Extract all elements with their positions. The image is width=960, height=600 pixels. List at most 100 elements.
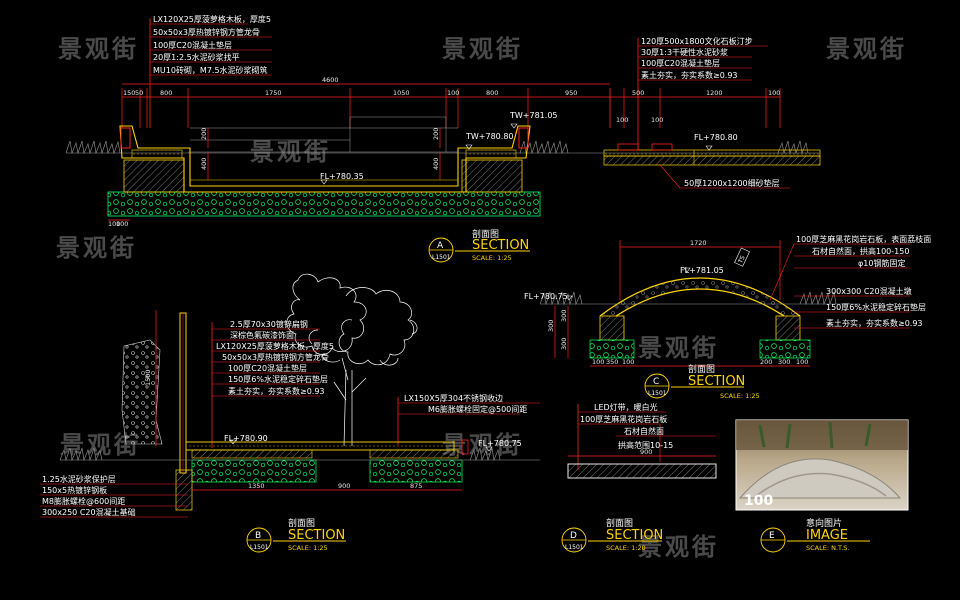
note: φ10钢筋固定	[858, 258, 905, 268]
section-d-drawing: LED灯带，暖白光 100厚芝麻黑花岗岩石板 石材自然面 拱高范围10-15 9…	[567, 402, 717, 479]
dimension-text: 300	[560, 310, 568, 322]
dimension-text: 100	[108, 220, 120, 228]
step-stone	[651, 143, 673, 151]
image-badge: 100	[744, 493, 773, 509]
section-c-drawing: 1720 FL+781.05 FL+780.75 300 300 300 100…	[524, 234, 931, 367]
dimension-text: 1050	[393, 89, 410, 97]
note: 20厚1:2.5水泥砂浆找平	[153, 52, 240, 62]
steel-edge	[461, 439, 469, 455]
dimension-text: 100	[796, 358, 808, 366]
level-label: FL+780.75	[524, 292, 568, 301]
dimension-text: 500	[632, 89, 644, 97]
dimension-text: 100	[622, 358, 634, 366]
dimension-text: 300	[778, 358, 790, 366]
level-marker	[705, 145, 713, 151]
dimension-text: 1350	[248, 482, 265, 490]
section-tag-sheet: L1501	[432, 254, 451, 261]
note: 2.5厚70x30镀锌扁钢	[230, 319, 308, 329]
note: 素土夯实，夯实系数≥0.93	[641, 70, 738, 80]
concrete-wall-left	[123, 159, 185, 193]
dimension-text: 400	[200, 158, 208, 170]
dimension-text: 200	[760, 358, 772, 366]
level-marker	[683, 267, 691, 273]
note: 50厚1200x1200细砂垫层	[684, 178, 780, 188]
section-title-zh: 意向图片	[806, 517, 842, 529]
slab-layer	[603, 149, 821, 157]
timber-edge-left	[120, 127, 131, 149]
section-title: SECTION	[606, 528, 663, 543]
note: MU10砖砌，M7.5水泥砂浆砌筑	[153, 65, 268, 75]
note: 30厚1:3干硬性水泥砂浆	[641, 47, 728, 57]
concrete-layer	[191, 449, 313, 459]
dimension-text: 1750	[265, 89, 282, 97]
note: 300x300 C20混凝土墩	[826, 286, 912, 296]
section-c-title: C L1501 剖面图 SECTION SCALE: 1:25	[644, 363, 760, 400]
watermark: 景观街	[56, 234, 137, 262]
concrete-layer	[369, 449, 459, 459]
note: LX120X25厚菠萝格木板，厚度5	[153, 14, 271, 24]
watermark: 景观街	[442, 35, 523, 63]
section-a-notes: LX120X25厚菠萝格木板，厚度5 50x50x3厚热镀锌钢方管龙骨 100厚…	[149, 14, 272, 128]
path-section-drawing: 120厚500x1800文化石板汀步 30厚1:3干硬性水泥砂浆 100厚C20…	[565, 36, 821, 267]
note: M6膨胀螺栓固定@500间距	[428, 404, 527, 414]
level-marker	[510, 123, 518, 129]
section-tag-letter: B	[255, 531, 261, 541]
section-title: IMAGE	[806, 528, 848, 543]
dimension-text: 100	[447, 89, 459, 97]
gravel-base	[369, 459, 463, 483]
dimension-text: 900	[640, 448, 652, 456]
note: 150厚6%水泥稳定碎石垫层	[228, 374, 328, 384]
stone-slab	[567, 463, 717, 479]
watermark: 景观街	[58, 35, 139, 63]
section-tag-sheet: L1501	[565, 544, 584, 551]
dimension-text: 300	[560, 338, 568, 350]
level-marker	[229, 439, 237, 445]
section-tag-letter: E	[769, 531, 775, 541]
dimension-text: 1200	[706, 89, 723, 97]
concrete-pier	[599, 315, 625, 341]
image-title: E 意向图片 IMAGE SCALE: N.T.S.	[760, 517, 870, 553]
dimension-text: 900	[338, 482, 350, 490]
note: 深棕色氟碳漆饰面	[230, 330, 294, 340]
level-marker	[565, 295, 573, 301]
section-d-title: D L1501 剖面图 SECTION SCALE: 1:20	[561, 517, 663, 553]
level-label: TW+781.05	[509, 111, 558, 120]
stone-bridge-photo	[738, 458, 902, 499]
dimension-text: 100	[592, 358, 604, 366]
level-label: FL+780.75	[478, 439, 522, 448]
note: 100厚C20混凝土垫层	[153, 40, 232, 50]
section-title: SECTION	[288, 528, 345, 543]
concrete-layer	[603, 155, 821, 166]
level-label: TW+780.80	[465, 132, 514, 141]
reference-photo: 100	[735, 419, 909, 511]
section-tag-sheet: L1501	[648, 390, 667, 397]
svg-text:TS: TS	[737, 255, 747, 266]
section-tag-letter: C	[653, 377, 659, 387]
rough-stone	[121, 339, 163, 445]
dimension-text: 950	[565, 89, 577, 97]
dimension-text: 4600	[322, 76, 339, 84]
level-marker	[465, 144, 473, 150]
tree-outline	[286, 273, 418, 447]
section-title: SECTION	[688, 374, 745, 389]
note: 100厚C20混凝土垫层	[228, 363, 307, 373]
pit-outline	[119, 125, 531, 193]
dimension-text: 100	[768, 89, 780, 97]
paving-right	[465, 149, 517, 159]
note: LX120X25厚菠萝格木板，厚度5	[216, 341, 334, 351]
note: 100厚C20混凝土垫层	[641, 58, 720, 68]
level-marker	[485, 446, 493, 452]
note: 100厚芝麻黑花岗岩石板，表面荔枝面	[796, 234, 931, 244]
dimension-text: 1500	[144, 369, 152, 386]
section-tag-sheet: L1501	[250, 544, 269, 551]
section-a-drawing: LX120X25厚菠萝格木板，厚度5 50x50x3厚热镀锌钢方管龙骨 100厚…	[65, 14, 820, 228]
dimension-text: 100	[651, 116, 663, 124]
note: 拱高范围10-15	[618, 440, 673, 450]
section-title-zh: 剖面图	[688, 363, 715, 375]
ts-flag: TS	[734, 247, 750, 267]
grass-hatch	[539, 291, 837, 306]
note: LX150X5厚304不锈钢收边	[404, 393, 503, 403]
note: 150厚6%水泥稳定碎石垫层	[826, 302, 926, 312]
grass-hatch	[59, 447, 501, 462]
